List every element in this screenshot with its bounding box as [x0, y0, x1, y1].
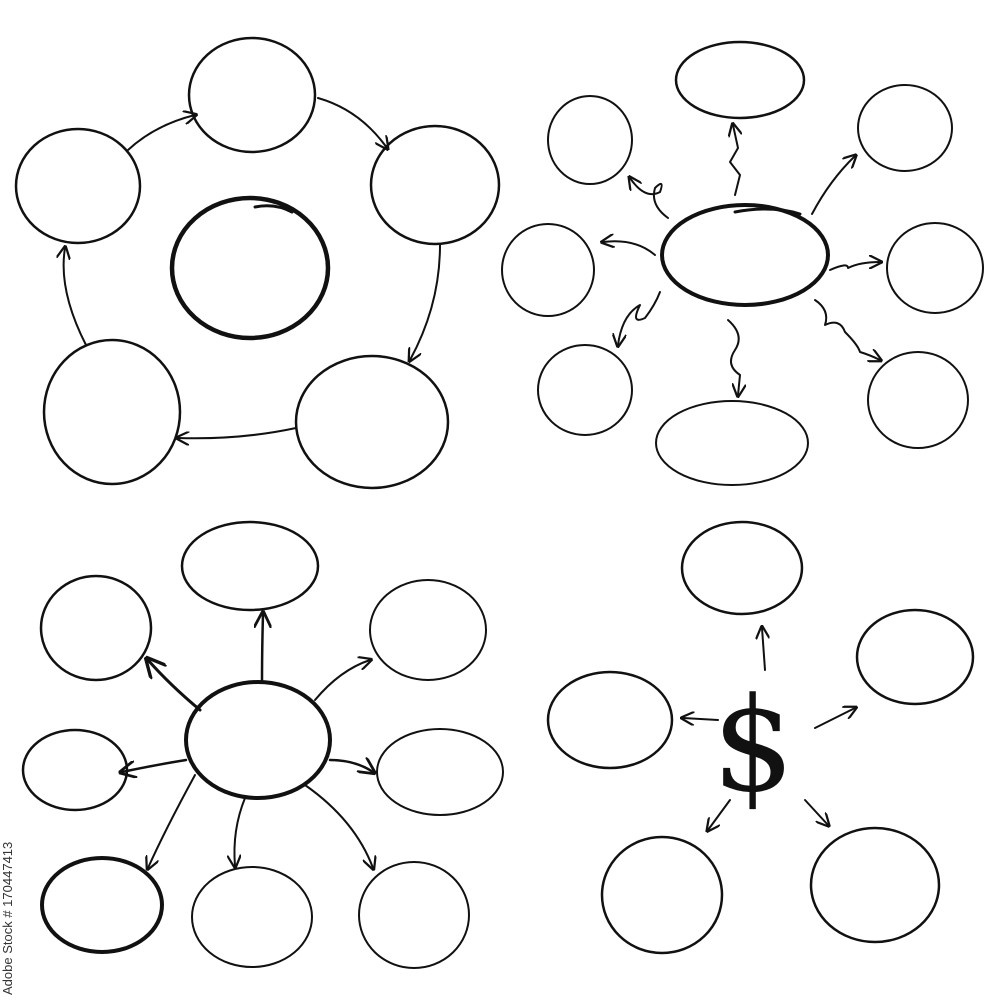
mindmap-center-node[interactable]	[184, 680, 332, 800]
spider-center-node[interactable]	[660, 203, 830, 307]
cycle-node-bottom-right[interactable]	[294, 354, 450, 490]
mind-map-diagram	[21, 520, 504, 969]
dollar-arrow-left	[683, 718, 719, 720]
cycle-node-right[interactable]	[369, 124, 501, 246]
mindmap-arrow-bottom	[234, 797, 246, 866]
mindmap-arrow-bottom-right	[304, 784, 373, 868]
spider-arrow-top-right	[811, 156, 855, 215]
dollar-node-bottom-left[interactable]	[600, 835, 724, 955]
spider-node-top[interactable]	[674, 40, 806, 120]
spider-center-stroke	[733, 207, 802, 216]
mindmap-node-top-left[interactable]	[39, 574, 153, 682]
spider-node-bottom-left[interactable]	[537, 344, 633, 436]
mindmap-arrow-right	[328, 760, 373, 772]
mindmap-node-top-right[interactable]	[369, 579, 487, 681]
cycle-node-left[interactable]	[14, 127, 142, 245]
spider-arrow-left	[603, 241, 656, 256]
cycle-center-node[interactable]	[169, 195, 331, 341]
spider-arrow-top	[730, 125, 740, 196]
spider-diagram	[501, 40, 984, 486]
dollar-node-left[interactable]	[546, 670, 674, 770]
spider-arrow-bottom-left	[618, 291, 661, 345]
dollar-arrow-top	[762, 628, 765, 671]
spider-node-bottom-right[interactable]	[867, 351, 969, 449]
mindmap-node-bottom[interactable]	[191, 866, 313, 968]
mindmap-arrow-top-right	[314, 660, 370, 701]
mindmap-arrow-left	[122, 758, 188, 772]
dollar-node-bottom-right[interactable]	[809, 826, 941, 944]
mindmap-arrow-bottom-left	[148, 774, 196, 868]
mindmap-node-top[interactable]	[180, 520, 320, 612]
dollar-arrow-right	[814, 708, 855, 729]
spider-node-top-right[interactable]	[857, 84, 953, 172]
spider-arrow-bottom-right	[814, 299, 880, 360]
mindmap-node-bottom-left[interactable]	[40, 856, 164, 954]
dollar-arrow-bottom-right	[804, 799, 828, 825]
dollar-sign: $	[712, 669, 795, 821]
dollar-hub-diagram: $	[546, 520, 975, 955]
dollar-arrow-bottom-left	[708, 799, 731, 830]
cycle-arrow-1	[127, 115, 195, 151]
spider-arrow-top-left	[630, 178, 669, 219]
watermark-stock-id: 170447413	[0, 841, 15, 907]
dollar-node-top[interactable]	[680, 520, 804, 616]
spider-node-bottom[interactable]	[655, 400, 809, 486]
spider-arrow-right	[829, 262, 880, 271]
cycle-diagram	[14, 36, 501, 490]
spider-node-left[interactable]	[501, 223, 595, 317]
watermark-site: Adobe Stock # 170447413	[0, 842, 15, 995]
mindmap-arrow-top-left	[148, 660, 202, 712]
spider-node-top-left[interactable]	[547, 95, 633, 185]
mindmap-node-left[interactable]	[21, 728, 129, 812]
cycle-node-top[interactable]	[187, 36, 317, 154]
cycle-arrow-4	[178, 427, 297, 438]
spider-node-right[interactable]	[886, 222, 984, 314]
cycle-arrow-2	[317, 97, 387, 148]
watermark-separator: #	[0, 906, 15, 918]
cycle-arrow-3	[410, 244, 441, 360]
cycle-arrow-5	[64, 248, 87, 346]
mindmap-node-bottom-right[interactable]	[358, 861, 470, 969]
cycle-node-bottom-left[interactable]	[42, 338, 182, 486]
dollar-node-right[interactable]	[855, 608, 975, 706]
mindmap-node-right[interactable]	[376, 728, 504, 816]
cycle-center-stroke	[253, 204, 294, 214]
watermark-site-text: Adobe Stock	[0, 921, 15, 995]
mindmap-arrow-top	[262, 614, 263, 684]
spider-arrow-bottom	[727, 319, 740, 395]
